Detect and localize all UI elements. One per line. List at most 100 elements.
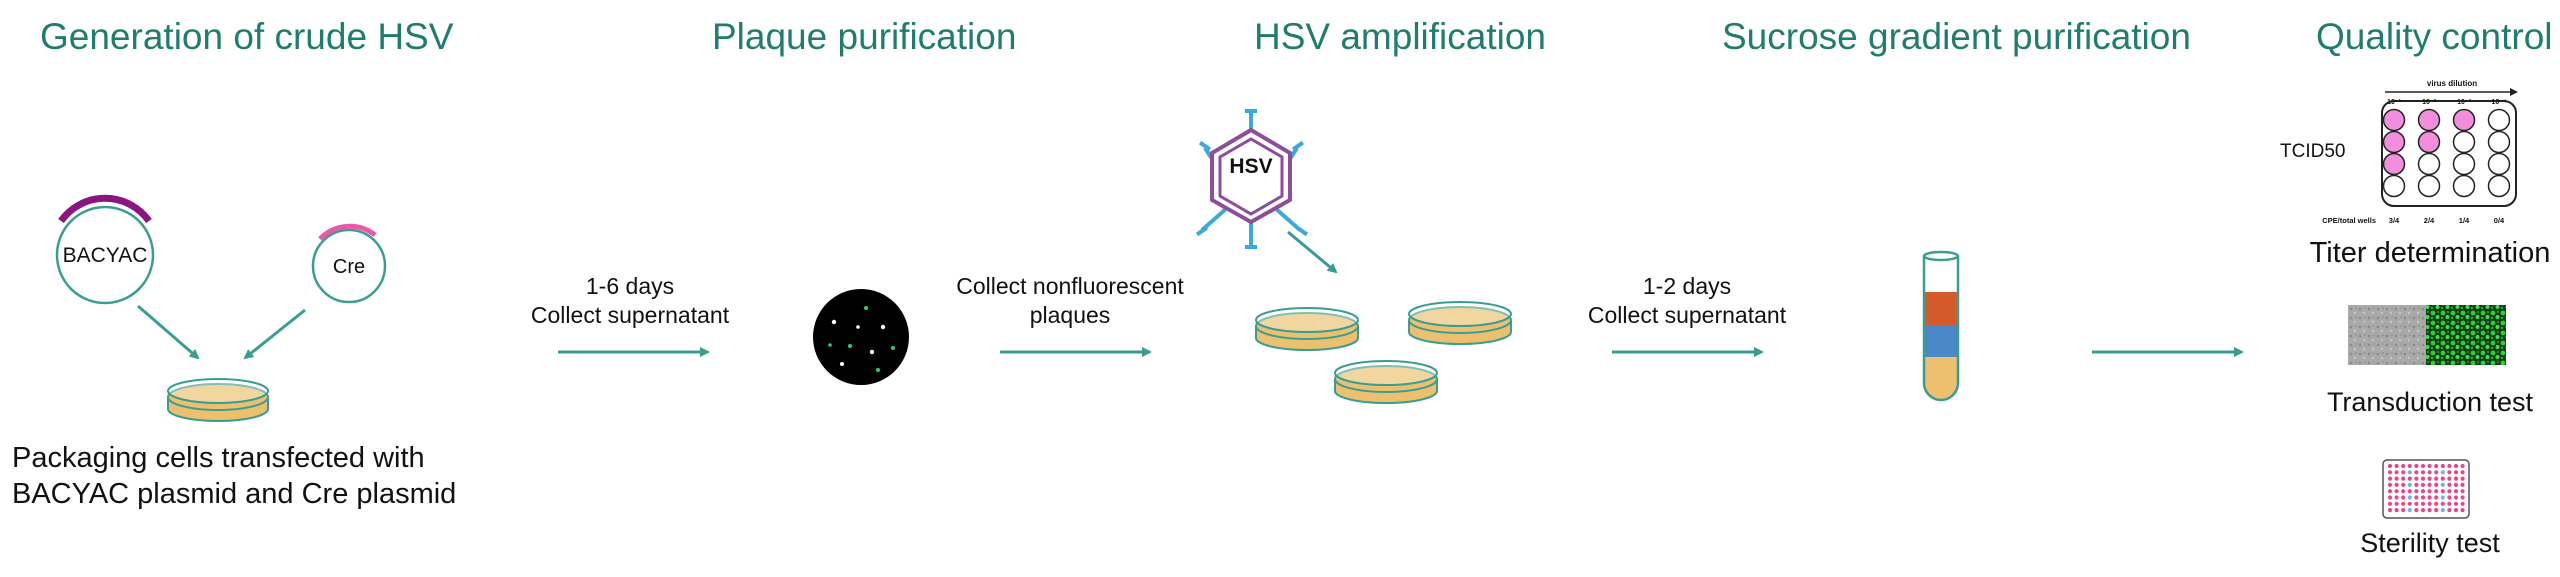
sterility-well: [2434, 482, 2439, 487]
sterility-well: [2407, 489, 2412, 494]
sterility-well: [2427, 476, 2432, 481]
sterility-well: [2407, 476, 2412, 481]
sterility-well: [2407, 482, 2412, 487]
dilution-label: 10⁻²: [2422, 99, 2436, 106]
sterility-well: [2447, 501, 2452, 506]
sterility-well: [2460, 501, 2465, 506]
sterility-well: [2453, 501, 2459, 506]
sterility-well: [2420, 508, 2426, 513]
tcid50-well: [2452, 130, 2476, 154]
sterility-test-label: Sterility test: [2360, 528, 2500, 558]
sterility-well: [2460, 489, 2465, 494]
tcid50-well: [2417, 130, 2441, 154]
sterility-well: [2427, 501, 2432, 506]
tcid50-well: [2487, 108, 2511, 132]
sterility-well: [2460, 482, 2465, 487]
brightfield-image: [2348, 305, 2426, 365]
tcid50-well: [2452, 174, 2476, 198]
transduction-images-icon: [2348, 305, 2506, 365]
plaque-plate-icon: [813, 289, 909, 385]
sterility-well: [2387, 508, 2393, 513]
packaging-cell-dish-icon: [167, 378, 269, 422]
sterility-well: [2440, 470, 2445, 475]
sterility-well: [2460, 508, 2465, 513]
sterility-well: [2427, 495, 2432, 500]
sterility-well: [2387, 476, 2393, 481]
sterility-well: [2414, 501, 2419, 506]
amplification-dish-icon: [1255, 307, 1359, 351]
sterility-well: [2414, 463, 2419, 469]
cpe-label: CPE/total wells: [2322, 216, 2376, 225]
tcid50-label: TCID50: [2280, 141, 2346, 162]
generation-caption-line2: BACYAC plasmid and Cre plasmid: [12, 478, 457, 510]
sterility-well: [2434, 508, 2439, 513]
tcid50-well: [2382, 130, 2406, 154]
tcid50-well: [2417, 152, 2441, 176]
amplification-dish-icon: [1334, 360, 1438, 404]
fluorescence-image: [2426, 305, 2506, 365]
heading-quality-control: Quality control: [2316, 16, 2553, 57]
sterility-well: [2420, 482, 2426, 487]
sterility-well: [2414, 482, 2419, 487]
sterility-well: [2394, 489, 2399, 494]
tcid50-plate-icon: virus dilution 10⁻¹ 10⁻² 10⁻³ 10⁻⁴ CPE/t…: [2322, 79, 2518, 225]
sterility-well: [2447, 489, 2452, 494]
sterility-well: [2453, 463, 2459, 469]
step2-line2: plaques: [1029, 302, 1111, 328]
sterility-well: [2460, 470, 2465, 475]
sterility-well: [2447, 508, 2452, 513]
tcid50-well: [2487, 152, 2511, 176]
sterility-well: [2453, 470, 2459, 475]
step3-action: Collect supernatant: [1587, 302, 1787, 328]
cre-label: Cre: [332, 256, 366, 278]
arrow-bacyac-to-dish: [137, 304, 200, 360]
hsv-virus-icon: [1195, 109, 1309, 249]
sterility-well: [2401, 463, 2406, 469]
sterility-well: [2401, 495, 2406, 500]
sterility-well: [2434, 501, 2439, 506]
arrow-virus-to-dishes: [1287, 230, 1338, 274]
sterility-well: [2394, 501, 2399, 506]
sterility-well: [2407, 470, 2412, 475]
sterility-well: [2387, 495, 2393, 500]
sterility-well: [2401, 470, 2406, 475]
sterility-well: [2427, 489, 2432, 494]
sterility-well: [2387, 482, 2393, 487]
sterility-well: [2407, 463, 2412, 469]
sterility-well: [2440, 495, 2445, 500]
cpe-value: 2/4: [2424, 216, 2435, 225]
sterility-well: [2401, 482, 2406, 487]
sterility-well: [2394, 463, 2399, 469]
sterility-well: [2420, 495, 2426, 500]
tcid50-well: [2382, 108, 2406, 132]
sterility-well: [2387, 489, 2393, 494]
tcid50-well: [2452, 108, 2476, 132]
virus-dilution-label: virus dilution: [2427, 79, 2477, 88]
sterility-well: [2420, 489, 2426, 494]
tcid50-well: [2487, 130, 2511, 154]
sterility-well: [2434, 463, 2439, 469]
bacyac-plasmid-icon: [55, 194, 155, 305]
sterility-well: [2394, 508, 2399, 513]
sterility-well: [2434, 476, 2439, 481]
transduction-test-label: Transduction test: [2326, 387, 2534, 417]
sterility-well: [2447, 463, 2452, 469]
sterility-well: [2440, 508, 2445, 513]
sterility-well: [2420, 470, 2426, 475]
sterility-well: [2414, 476, 2419, 481]
generation-caption-line1: Packaging cells transfected with: [12, 442, 425, 474]
tcid50-well: [2417, 174, 2441, 198]
sterility-well: [2394, 495, 2399, 500]
sterility-well: [2460, 495, 2465, 500]
sterility-well: [2453, 476, 2459, 481]
sterility-well: [2394, 476, 2399, 481]
tcid50-well: [2382, 174, 2406, 198]
sterility-well: [2414, 495, 2419, 500]
sterility-well: [2414, 470, 2419, 475]
cpe-value: 1/4: [2459, 216, 2470, 225]
sterility-well: [2387, 463, 2393, 469]
sterility-plate-icon: [2382, 459, 2470, 519]
tcid50-well: [2487, 174, 2511, 198]
heading-sucrose-gradient: Sucrose gradient purification: [1722, 16, 2191, 57]
